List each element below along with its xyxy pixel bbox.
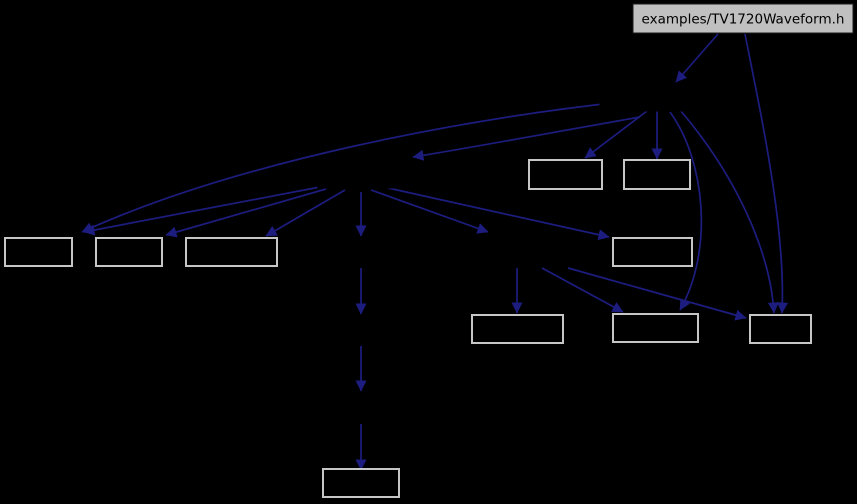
edge-hub-row3c-to-row4-b: [541, 267, 624, 313]
edge-hub-mid-to-hub-row3c: [370, 189, 489, 234]
graph-node-row2-box-b[interactable]: [623, 159, 691, 190]
graph-node-chain-row5: [324, 393, 398, 423]
edge-hub-top-to-row4-c: [679, 109, 779, 314]
graph-node-row3-box-3[interactable]: [185, 237, 278, 267]
graph-node-row4-box-b[interactable]: [612, 313, 699, 343]
edge-hub-row3c-to-row4-c: [567, 267, 747, 321]
graph-node-row4-box-a[interactable]: [471, 314, 564, 344]
graph-node-row4-box-c[interactable]: [749, 314, 812, 344]
edge-hub-top-to-row3-1: [81, 100, 631, 233]
graph-node-row3-box-1[interactable]: [4, 237, 73, 267]
root-node-label: examples/TV1720Waveform.h: [642, 12, 845, 28]
graph-node-hub-row3-c: [449, 237, 586, 267]
graph-node-bottom-box[interactable]: [322, 468, 400, 498]
edge-hub-mid-to-row3-right: [387, 187, 610, 241]
graph-node-root[interactable]: [632, 3, 854, 34]
graph-node-row3-box-right[interactable]: [612, 237, 693, 267]
graph-node-chain-row3: [324, 237, 398, 267]
edge-hub-top-to-row4-b: [669, 111, 703, 311]
graph-node-hub-top: [599, 82, 736, 112]
edge-root-to-hub-top: [675, 33, 719, 83]
edge-hub-mid-to-row3-2: [165, 188, 327, 238]
graph-node-row2-box-a[interactable]: [528, 159, 603, 190]
edge-hub-top-to-hub-mid: [412, 116, 641, 161]
edge-root-to-row4-c: [744, 33, 788, 314]
graph-node-row3-box-2[interactable]: [95, 237, 163, 267]
edge-hub-mid-to-row3-1: [83, 186, 321, 236]
edge-hub-top-to-row2-a: [584, 110, 648, 159]
edge-hub-mid-to-row3-3: [265, 189, 346, 237]
graph-node-chain-row4: [324, 315, 398, 345]
graph-node-hub-mid: [317, 159, 403, 189]
